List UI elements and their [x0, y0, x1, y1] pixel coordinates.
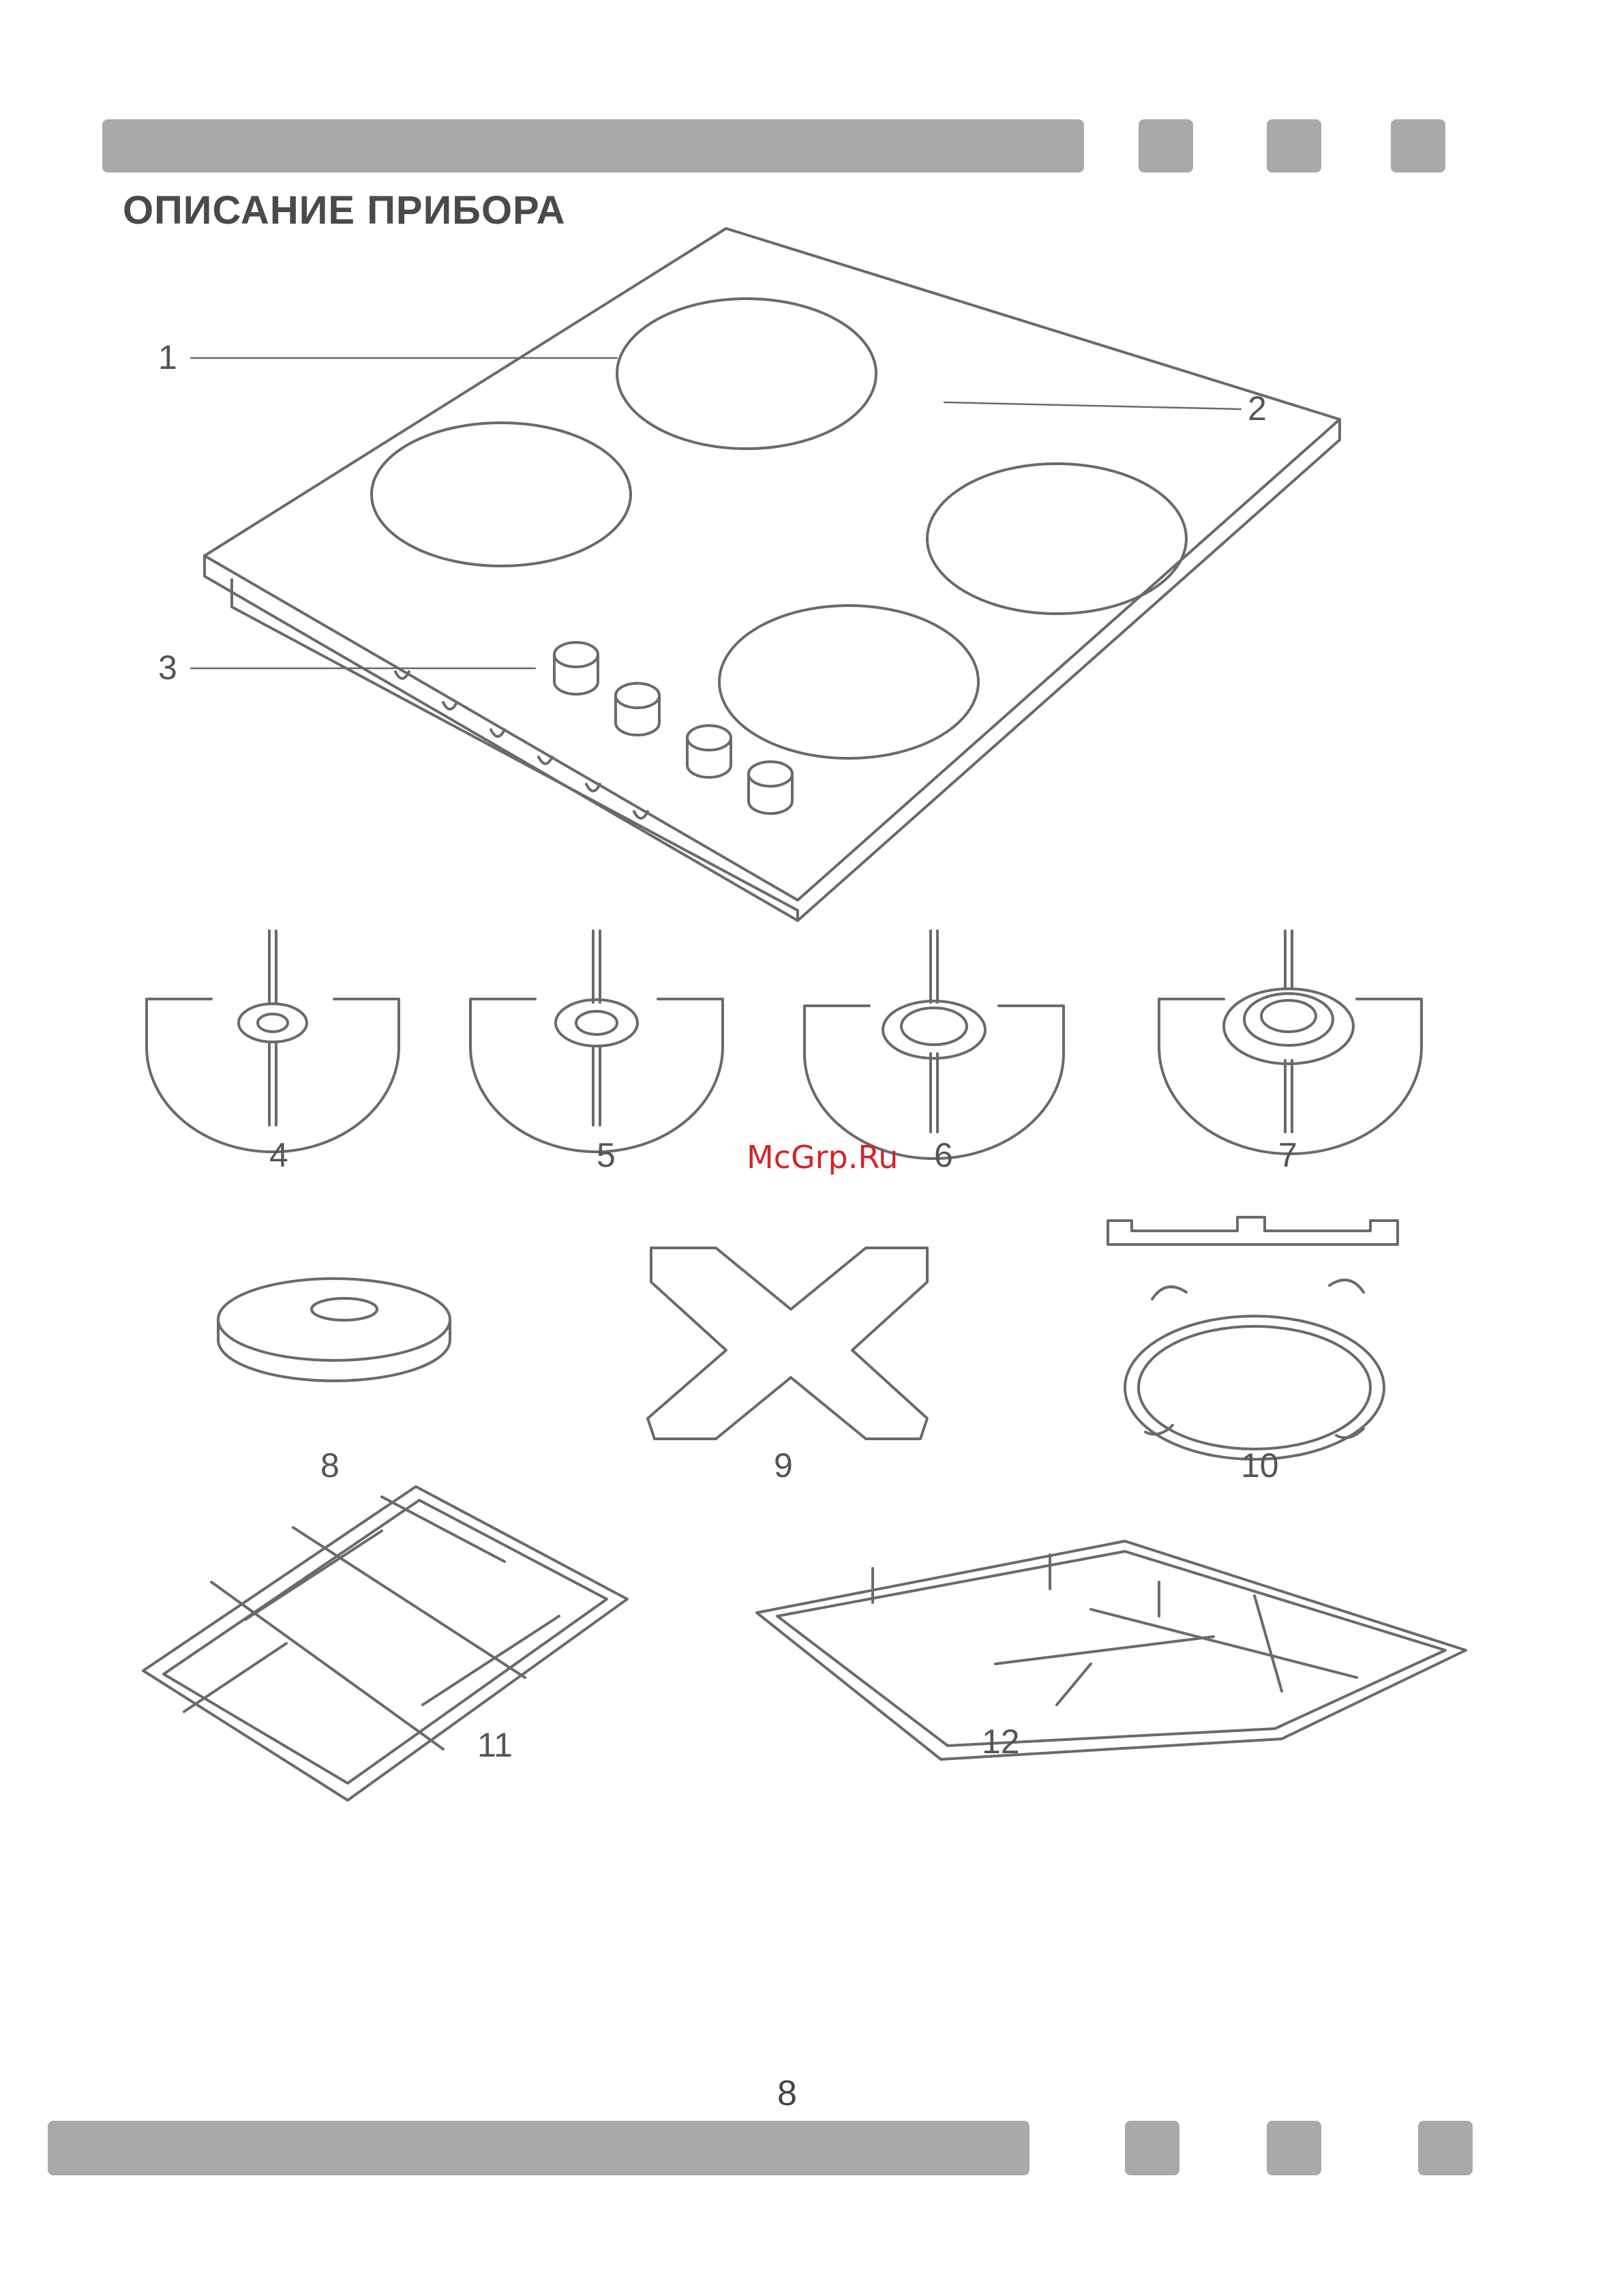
- page-number: 8: [777, 2073, 797, 2114]
- burner-7: [1159, 931, 1422, 1154]
- callout-1: 1: [158, 338, 177, 377]
- hotplate-rear: [617, 299, 876, 449]
- burner-5: [470, 931, 723, 1152]
- callout-10: 10: [1241, 1446, 1279, 1485]
- simmer-plate: [218, 1279, 450, 1381]
- watermark: McGrp.Ru: [747, 1139, 898, 1176]
- knob-3: [687, 726, 731, 777]
- wok-ring: [1108, 1217, 1398, 1459]
- callout-12: 12: [982, 1722, 1020, 1761]
- burner-6: [805, 931, 1064, 1159]
- cross-support: [648, 1248, 927, 1439]
- callout-8: 8: [320, 1446, 340, 1485]
- knob-4: [749, 762, 792, 814]
- hotplate-right: [927, 464, 1186, 614]
- knob-1: [554, 642, 598, 694]
- footer-bar: [48, 2121, 1029, 2175]
- callout-2: 2: [1248, 389, 1267, 428]
- hotplate-front: [719, 606, 978, 758]
- hotplate-left: [372, 423, 631, 566]
- callout-3: 3: [158, 648, 177, 687]
- pan-support-2: [143, 1487, 627, 1800]
- callout-9: 9: [774, 1446, 793, 1485]
- footer-square-1: [1125, 2121, 1179, 2175]
- callout-6: 6: [934, 1135, 953, 1175]
- callout-5: 5: [597, 1135, 616, 1175]
- footer-square-3: [1418, 2121, 1473, 2175]
- burner-4: [147, 931, 399, 1152]
- callout-4: 4: [269, 1135, 288, 1175]
- callout-7: 7: [1278, 1135, 1297, 1175]
- footer-square-2: [1267, 2121, 1321, 2175]
- hob-illustration: [191, 228, 1340, 921]
- leader-2: [944, 402, 1241, 409]
- pan-support-3: [757, 1541, 1466, 1759]
- callout-11: 11: [477, 1725, 513, 1765]
- knob-2: [616, 683, 659, 735]
